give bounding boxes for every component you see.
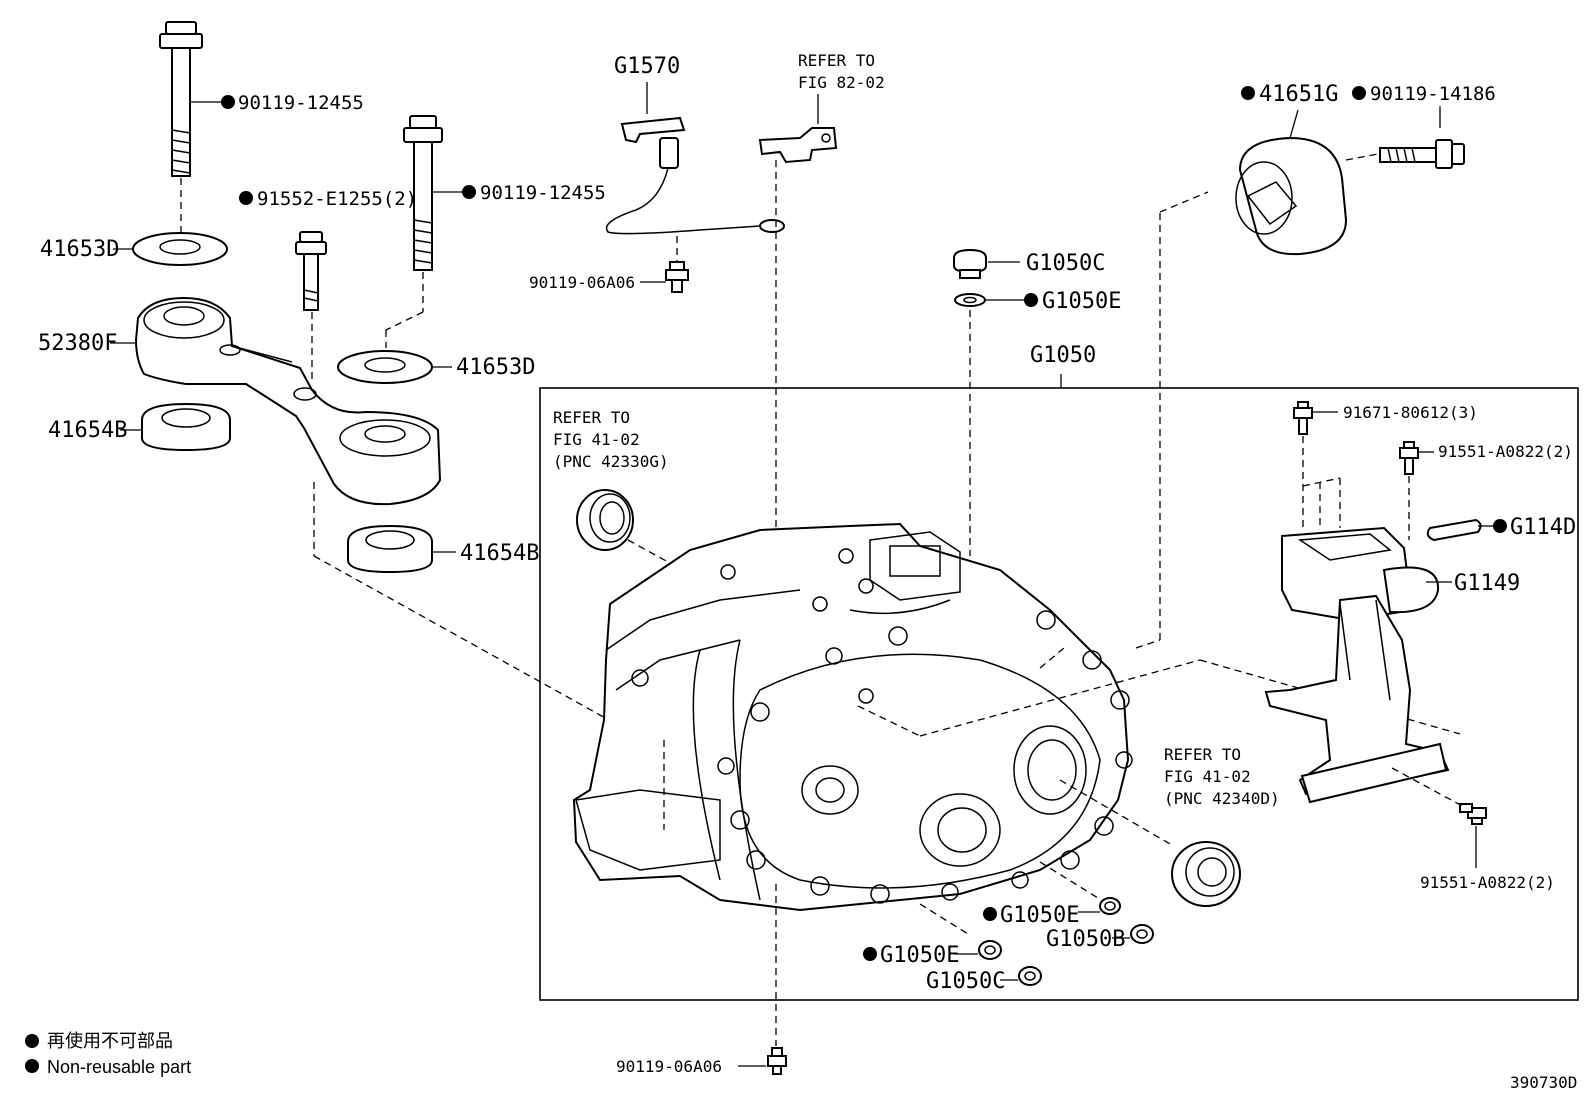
label-90119-12455-mid: 90119-12455 [480, 182, 606, 204]
bolt-91551-a0822-top [1399, 441, 1419, 475]
label-g1570: G1570 [614, 54, 680, 79]
label-g1149: G1149 [1454, 571, 1520, 596]
legend-dot-ja [25, 1034, 39, 1048]
gasket-g1050e-top [954, 293, 986, 307]
bolt-90119-14186 [1379, 139, 1465, 169]
plug-g1050c-bottom [1018, 966, 1042, 986]
refer-41a-line1: REFER TO [553, 408, 630, 427]
breather-g114d [1426, 518, 1482, 542]
bracket-52380f [134, 296, 442, 506]
assembly-frame [539, 387, 1579, 1001]
oil-seal-42340d [1171, 841, 1241, 907]
engine-mount-41651g [1235, 136, 1348, 256]
transaxle-housing-g1050 [572, 522, 1133, 912]
label-90119-06a06-bottom: 90119-06A06 [616, 1057, 722, 1076]
non-reusable-dot [983, 907, 997, 921]
bolt-90119-06a06-bottom [767, 1047, 787, 1075]
bolt-90119-06a06-wire [665, 261, 689, 293]
label-g1050b: G1050B [1046, 927, 1125, 952]
label-91552-e1255: 91552-E1255(2) [257, 188, 417, 210]
label-g1050e-top: G1050E [1042, 289, 1121, 314]
refer-41b-line2: FIG 41-02 [1164, 767, 1251, 786]
label-90119-06a06-wire: 90119-06A06 [529, 273, 635, 292]
refer-41a-line2: FIG 41-02 [553, 430, 640, 449]
label-g1050: G1050 [1030, 343, 1096, 368]
refer-41b-line3: (PNC 42340D) [1164, 789, 1280, 808]
non-reusable-dot [462, 185, 476, 199]
legend-japanese: 再使用不可部品 [47, 1031, 173, 1051]
bracket-g1149 [1264, 526, 1450, 804]
gasket-g1050e-b2 [978, 940, 1002, 960]
label-g1050e-b1: G1050E [1000, 903, 1079, 928]
oil-seal-42330g [576, 489, 634, 551]
cushion-41654b-right [347, 524, 433, 574]
label-g1050e-b2: G1050E [880, 943, 959, 968]
washer-41653d-top [132, 232, 228, 266]
refer-41a-line3: (PNC 42330G) [553, 452, 669, 471]
bracket-fig82 [758, 127, 838, 164]
plug-g1050b [1130, 924, 1154, 944]
non-reusable-dot [1352, 86, 1366, 100]
label-52380f: 52380F [38, 331, 117, 356]
non-reusable-dot [863, 947, 877, 961]
non-reusable-dot [1493, 519, 1507, 533]
bolt-91552 [295, 231, 327, 311]
label-g1050c-top: G1050C [1026, 251, 1105, 276]
refer-41b-line1: REFER TO [1164, 745, 1241, 764]
label-91551-a0822-bottom: 91551-A0822(2) [1420, 873, 1555, 892]
bolt-91671-80612 [1293, 401, 1313, 435]
cushion-41654b-left [141, 402, 231, 452]
legend-english: Non-reusable part [47, 1057, 191, 1077]
label-41654b-right: 41654B [460, 541, 539, 566]
refer-82-line2: FIG 82-02 [798, 73, 885, 92]
label-90119-14186: 90119-14186 [1370, 83, 1496, 105]
gasket-g1050e-b1 [1099, 897, 1121, 915]
non-reusable-dot [1241, 86, 1255, 100]
ground-wire-g1570 [605, 116, 785, 235]
non-reusable-dot [1024, 293, 1038, 307]
legend-dot-en [25, 1059, 39, 1073]
refer-82-line1: REFER TO [798, 51, 875, 70]
bolt-91551-a0822-bottom [1459, 803, 1487, 825]
label-90119-12455-top: 90119-12455 [238, 92, 364, 114]
label-41653d-mid: 41653D [456, 355, 535, 380]
long-bolt-mid [403, 115, 443, 271]
label-g114d: G114D [1510, 515, 1576, 540]
long-bolt-left [159, 21, 203, 177]
non-reusable-dot [239, 191, 253, 205]
washer-41653d-mid [337, 350, 433, 384]
label-41651g: 41651G [1259, 82, 1338, 107]
label-41653d-top: 41653D [40, 237, 119, 262]
non-reusable-dot [221, 95, 235, 109]
label-91551-a0822-top: 91551-A0822(2) [1438, 442, 1573, 461]
figure-number: 390730D [1510, 1073, 1577, 1092]
plug-g1050c-top [953, 248, 987, 279]
label-g1050c-bottom: G1050C [926, 969, 1005, 994]
label-91671-80612: 91671-80612(3) [1343, 403, 1478, 422]
label-41654b-left: 41654B [48, 418, 127, 443]
